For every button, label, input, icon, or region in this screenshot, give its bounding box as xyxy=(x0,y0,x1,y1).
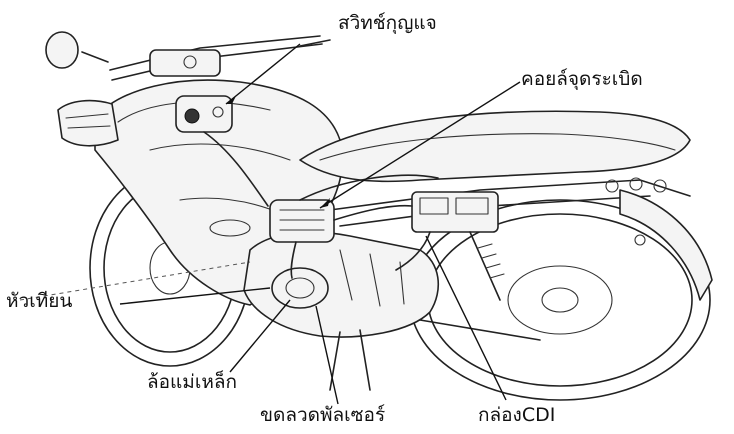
ignition-coil-label: คอยล์จุดระเบิด xyxy=(521,70,643,89)
spark-plug-label: หัวเทียน xyxy=(6,292,72,311)
handlebar xyxy=(46,32,330,80)
ignition-switch-drawing xyxy=(176,96,232,132)
cdi-box-drawing xyxy=(412,192,498,232)
ignition-switch-label: สวิทช์กุญแจ xyxy=(338,14,437,33)
flywheel-label: ล้อแม่เหล็ก xyxy=(147,373,237,392)
cdi-box-label: กล่องCDI xyxy=(478,406,555,425)
seat xyxy=(300,111,690,181)
pulser-coil-label: ขดลวดพัลเซอร์ xyxy=(260,406,385,425)
